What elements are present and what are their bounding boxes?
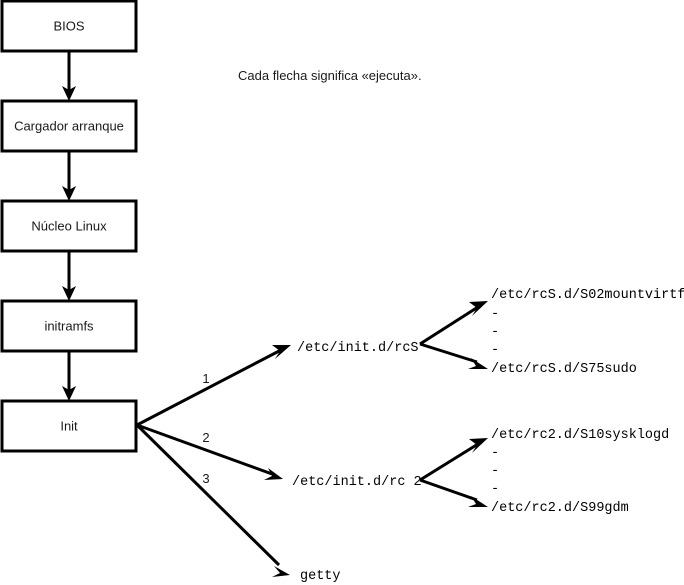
branch-3-arrow: [135, 423, 290, 577]
rc2-ellipsis-dash-2: -: [491, 464, 499, 479]
branch-target-getty: getty: [300, 569, 341, 584]
arrow-initramfs-to-init: [62, 351, 76, 401]
box-bios-label: BIOS: [53, 18, 84, 33]
rcs-fan-lower-arrow: [419, 342, 488, 369]
diagram-caption: Cada flecha significa «ejecuta».: [238, 68, 422, 83]
rcs-fan-upper-arrow: [419, 301, 488, 346]
branch-2-arrow: [136, 423, 283, 480]
box-init: Init: [0, 399, 138, 453]
rc2-ellipsis-dash-1: -: [491, 446, 499, 461]
rc2-script-first: /etc/rc2.d/S10sysklogd: [491, 428, 669, 443]
branch-target-rcs: /etc/init.d/rcS: [297, 341, 419, 356]
branch-number-1: 1: [202, 371, 209, 386]
rc2-fan-upper-arrow: [419, 438, 488, 482]
rcs-ellipsis-dash-1: -: [491, 307, 499, 322]
rcs-script-last: /etc/rcS.d/S75sudo: [491, 362, 637, 377]
rc2-fan-lower-arrow: [419, 478, 488, 507]
box-initramfs-label: initramfs: [44, 318, 94, 333]
box-bios: BIOS: [0, 0, 138, 53]
box-kernel-label: Núcleo Linux: [31, 218, 107, 233]
arrow-bootloader-to-kernel: [62, 151, 76, 201]
rcs-script-first: /etc/rcS.d/S02mountvirtfs: [491, 288, 684, 303]
branch-target-rc2: /etc/init.d/rc 2: [292, 475, 422, 490]
branch-number-3: 3: [202, 471, 209, 486]
box-bootloader: Cargador arranque: [0, 99, 138, 153]
box-initramfs: initramfs: [0, 299, 138, 353]
rc2-script-last: /etc/rc2.d/S99gdm: [491, 501, 629, 516]
rcs-ellipsis-dash-3: -: [491, 343, 499, 358]
box-init-label: Init: [60, 418, 78, 433]
box-kernel: Núcleo Linux: [0, 199, 138, 253]
box-bootloader-label: Cargador arranque: [14, 118, 124, 133]
arrow-bios-to-bootloader: [62, 51, 76, 101]
branch-1-arrow: [136, 345, 291, 427]
arrow-kernel-to-initramfs: [62, 251, 76, 301]
rc2-ellipsis-dash-3: -: [491, 482, 499, 497]
rcs-ellipsis-dash-2: -: [491, 325, 499, 340]
branch-number-2: 2: [202, 430, 209, 445]
box-initramfs-rect: [0, 299, 138, 353]
